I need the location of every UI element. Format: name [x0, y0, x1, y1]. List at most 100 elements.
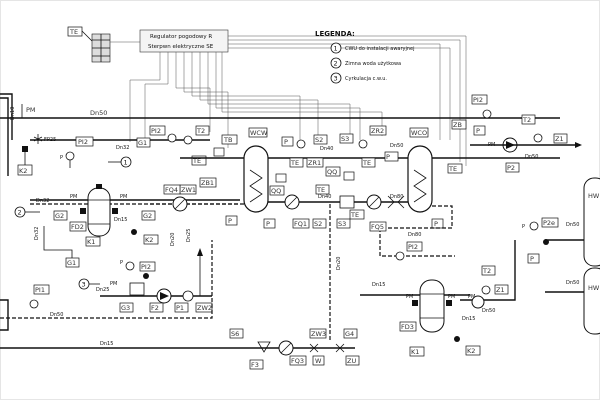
tag-s6: S6	[231, 330, 239, 338]
tag-hw2: HW	[588, 284, 600, 292]
tag-k1b: K1	[411, 348, 419, 356]
tag-k2-bottom: K2	[467, 347, 475, 355]
p-right2: P	[530, 255, 534, 263]
tag-k1a: K1	[87, 238, 95, 246]
dn20-vert: Dn20	[336, 257, 342, 270]
hw-vessels: HW HW Dn50 Dn50	[545, 177, 600, 335]
tag-zw1: ZW1	[181, 186, 196, 194]
tag-qq2: QQ	[271, 187, 281, 195]
tag-z1b: Z1	[496, 286, 505, 294]
marker-2: 2	[18, 209, 22, 217]
tag-t2b: T2	[522, 116, 531, 124]
p-pump: P	[120, 260, 123, 266]
tag-zw2: ZW2	[197, 304, 212, 312]
tag-w: W	[315, 357, 322, 365]
tag-qq1: QQ	[327, 168, 337, 176]
tag-zu: ZU	[347, 357, 356, 365]
te-top-label: TE	[69, 28, 78, 36]
marker-1: 1	[124, 159, 128, 167]
dn32-a: Dn32	[116, 145, 129, 151]
lower-right-cluster: PI2 Dn15 Dn80 PM PM FD3 K1 K2 Dn15 T2 PM…	[360, 232, 509, 357]
tag-fq5: FQ5	[371, 223, 384, 231]
dn50-b: Dn50	[566, 222, 579, 228]
tag-pi2e: PI2	[141, 263, 151, 271]
fp25-valve: FP25	[33, 134, 56, 144]
right-top-pump: PI2 ZB P PM P2 T2 Dn50 Z1 TE	[447, 94, 582, 174]
tag-pi2a: PI2	[78, 138, 88, 146]
te-top-left: TE	[67, 26, 111, 63]
tag-g2a: G2	[55, 212, 64, 220]
tag-f3: F3	[251, 361, 259, 369]
pm-mid-left: PM	[120, 194, 127, 200]
dn20-a: Dn20	[170, 233, 176, 246]
tag-k2-left: K2	[19, 167, 27, 175]
tag-tb: TB	[223, 136, 232, 144]
controller-line1: Regulator pogodowy R	[150, 34, 212, 40]
legend-text-3: Cyrkulacja c.w.u.	[345, 76, 387, 82]
tag-fq1: FQ1	[294, 220, 307, 228]
tag-g1: G1	[67, 259, 76, 267]
tag-wco: WCO	[411, 129, 427, 137]
pm-lr: PM	[468, 294, 475, 300]
dn80-b: Dn80	[408, 232, 421, 238]
dn50-right: Dn50	[390, 143, 403, 149]
dn15-mid: Dn15	[372, 282, 385, 288]
tag-t2a: T2	[196, 127, 205, 135]
tag-s2b: S2	[314, 220, 322, 228]
tag-f2: F2	[151, 304, 159, 312]
dn50-top: Dn50	[90, 109, 107, 117]
dn50-p2: Dn50	[525, 154, 538, 160]
tag-p2: P2	[507, 164, 515, 172]
tag-fd2: FD2	[71, 223, 84, 231]
tag-fq3: FQ3	[291, 357, 304, 365]
pm-left2: PM	[70, 194, 77, 200]
dn25-b: Dn25	[186, 229, 192, 242]
weather-controller-box: Regulator pogodowy R Sterpwn elektryczne…	[139, 29, 229, 53]
tag-te-r: TE	[448, 165, 457, 173]
legend: LEGENDA: 1 CWU do instalacji awaryjnej 2…	[315, 30, 415, 84]
dn40-b: Dn40	[318, 194, 331, 200]
tag-p-b: P	[434, 220, 438, 228]
dn15-left: Dn15	[114, 217, 127, 223]
p-mid: P	[284, 138, 288, 146]
heat-exchanger-wcw: WCW P	[243, 127, 276, 229]
right-gauges: P2e P P	[460, 217, 559, 301]
tag-t2c: T2	[482, 267, 491, 275]
dn80-a: Dn80	[390, 194, 403, 200]
dn10-label: Dn10	[10, 107, 16, 120]
tag-p1: P1	[176, 304, 184, 312]
tag-wcw: WCW	[250, 129, 268, 137]
g1-tb-area: G1 PI2 T2 TB TE	[136, 125, 238, 166]
pm-left: PM	[26, 106, 36, 114]
heat-exchanger-wco: WCO P	[407, 127, 444, 229]
p-right: P	[476, 127, 480, 135]
p-mid2: P	[386, 153, 390, 161]
tag-te2: TE	[290, 159, 299, 167]
dn15-bottom: Dn15	[100, 341, 113, 347]
dn32-b: Dn32	[36, 198, 49, 204]
tag-zw3: ZW3	[311, 330, 326, 338]
pm-fd3-b: PM	[448, 294, 455, 300]
tag-s3: S3	[341, 135, 349, 143]
dn50-bottom: Dn50	[50, 312, 63, 318]
tag-g3: G3	[121, 304, 130, 312]
mid-tags: P S2 ZR1 TE Dn40 S3 ZR2 TE P Dn50 QQ QQ …	[163, 125, 403, 232]
left-supply: PM Dn10 K2	[0, 93, 36, 176]
left-bottom-edge	[0, 299, 9, 331]
tag-fq4: FQ4	[165, 186, 178, 194]
tag-g2b: G2	[143, 212, 152, 220]
dn25-a: Dn25	[96, 287, 109, 293]
pi-left-p: P	[60, 155, 63, 161]
tag-s2a: S2	[315, 136, 323, 144]
tag-p2e: P2e	[543, 219, 555, 227]
circulation-loop: 3 Dn25 G3 PM F2 P1 ZW2 PI2 P PI1 Dn50 Dn…	[0, 229, 213, 319]
tag-pi2b: PI2	[151, 127, 161, 135]
pm-pump: PM	[110, 281, 117, 287]
tag-te5: TE	[350, 211, 359, 219]
tag-te1: TE	[192, 157, 201, 165]
tag-zr1: ZR1	[308, 159, 321, 167]
p-pi: P	[522, 224, 525, 230]
left-cluster: PI2 P Dn32 Dn32 1 2 G2 G2 PM PM FD2 K1 D…	[14, 136, 159, 268]
dn50-lr: Dn50	[482, 308, 495, 314]
